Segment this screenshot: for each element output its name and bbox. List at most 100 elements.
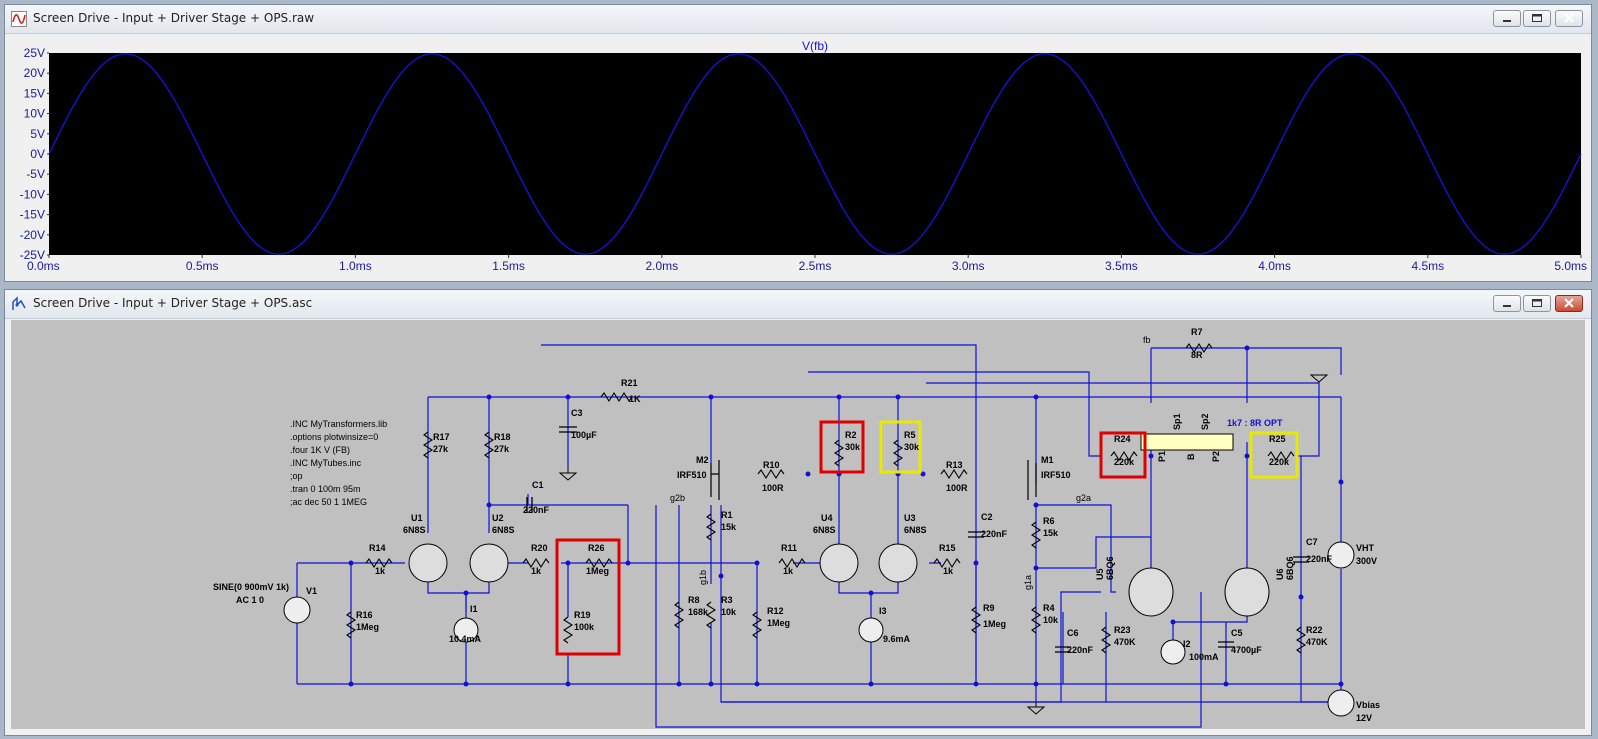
directive-line[interactable]: ;op	[290, 471, 303, 481]
directive-line[interactable]: ;ac dec 50 1 1MEG	[290, 497, 367, 507]
plot-minimize-button[interactable]	[1493, 10, 1521, 27]
component-name-r20[interactable]: R20	[531, 543, 548, 553]
component-name-r14[interactable]: R14	[369, 543, 386, 553]
trace-label-vfb[interactable]: V(fb)	[802, 39, 828, 53]
component-name-r23[interactable]: R23	[1114, 625, 1131, 635]
schematic-close-button[interactable]	[1555, 295, 1583, 312]
component-value-u6[interactable]: 6BQ6	[1285, 556, 1295, 580]
component-value-c6[interactable]: 220nF	[1067, 645, 1094, 655]
component-name-r10[interactable]: R10	[763, 460, 780, 470]
component-value-r21[interactable]: 1K	[629, 394, 641, 404]
component-name-r6[interactable]: R6	[1043, 516, 1055, 526]
component-value-c1[interactable]: 220nF	[523, 505, 550, 515]
component-value-r19[interactable]: 100k	[574, 622, 595, 632]
component-name-u1[interactable]: U1	[411, 513, 423, 523]
component-value-i1[interactable]: 10.4mA	[449, 634, 482, 644]
component-value-v1[interactable]: SINE(0 900mV 1k)	[213, 582, 289, 592]
plot-window[interactable]: Screen Drive - Input + Driver Stage + OP…	[4, 4, 1592, 282]
net-label-g2a[interactable]: g2a	[1076, 493, 1091, 503]
plot-maximize-button[interactable]	[1523, 10, 1551, 27]
component-value-i2[interactable]: 100mA	[1189, 652, 1219, 662]
component-value-r24[interactable]: 220k	[1114, 457, 1135, 467]
component-name-vht[interactable]: VHT	[1356, 543, 1375, 553]
transformer-title[interactable]: 1k7 : 8R OPT	[1227, 418, 1283, 428]
component-name-c2[interactable]: C2	[981, 512, 993, 522]
plot-titlebar[interactable]: Screen Drive - Input + Driver Stage + OP…	[5, 5, 1591, 34]
component-value-u2[interactable]: 6N8S	[492, 525, 515, 535]
component-value-m1[interactable]: IRF510	[1041, 470, 1071, 480]
component-name-r18[interactable]: R18	[494, 432, 511, 442]
spice-directives[interactable]: .INC MyTransformers.lib .options plotwin…	[290, 419, 387, 507]
component-value-u3[interactable]: 6N8S	[904, 525, 927, 535]
component-name-r13[interactable]: R13	[946, 460, 963, 470]
component-value-r15[interactable]: 1k	[943, 566, 954, 576]
component-value-c7[interactable]: 220nF	[1306, 554, 1333, 564]
net-label-fb[interactable]: fb	[1143, 335, 1151, 345]
component-value-c5[interactable]: 4700µF	[1231, 645, 1262, 655]
component-name-r19[interactable]: R19	[574, 610, 591, 620]
component-value-r13[interactable]: 100R	[946, 483, 968, 493]
schematic-maximize-button[interactable]	[1523, 295, 1551, 312]
directive-line[interactable]: .INC MyTubes.inc	[290, 458, 362, 468]
component-name-i2[interactable]: I2	[1183, 639, 1191, 649]
component-name-m1[interactable]: M1	[1041, 455, 1054, 465]
component-name-c6[interactable]: C6	[1067, 628, 1079, 638]
component-value-m2[interactable]: IRF510	[677, 470, 707, 480]
component-value-r23[interactable]: 470K	[1114, 637, 1136, 647]
component-value-r1[interactable]: 15k	[721, 522, 737, 532]
component-name-r21[interactable]: R21	[621, 378, 638, 388]
component-value-vbias[interactable]: 12V	[1356, 713, 1372, 723]
component-value-r7[interactable]: 8R	[1191, 350, 1203, 360]
directive-line[interactable]: .INC MyTransformers.lib	[290, 419, 387, 429]
component-value-u4[interactable]: 6N8S	[813, 525, 836, 535]
component-name-m2[interactable]: M2	[696, 455, 709, 465]
directive-line[interactable]: .options plotwinsize=0	[290, 432, 378, 442]
component-name-u3[interactable]: U3	[904, 513, 916, 523]
output-transformer[interactable]	[1140, 433, 1234, 451]
schematic-drawing[interactable]: .INC MyTransformers.lib .options plotwin…	[11, 320, 1585, 729]
plot-close-button[interactable]	[1555, 10, 1583, 27]
component-value-r8[interactable]: 168k	[688, 607, 709, 617]
component-value-r18[interactable]: 27k	[494, 444, 510, 454]
component-name-r5[interactable]: R5	[904, 430, 916, 440]
component-name-r3[interactable]: R3	[721, 595, 733, 605]
component-name-u4[interactable]: U4	[821, 513, 833, 523]
schematic-minimize-button[interactable]	[1493, 295, 1521, 312]
component-name-r11[interactable]: R11	[781, 543, 797, 553]
component-value-r2[interactable]: 30k	[845, 442, 861, 452]
component-value-u5[interactable]: 6BQ6	[1105, 556, 1115, 580]
component-name-r16[interactable]: R16	[356, 610, 373, 620]
waveform-plot[interactable]: V(fb) 25V20V15V10V5V0V-5V-10V-15V-20V-25…	[11, 35, 1587, 277]
component-name-r9[interactable]: R9	[983, 603, 995, 613]
component-name-r22[interactable]: R22	[1306, 625, 1323, 635]
component-name-r1[interactable]: R1	[721, 510, 733, 520]
schematic-window[interactable]: Screen Drive - Input + Driver Stage + OP…	[4, 289, 1592, 736]
directive-line[interactable]: .tran 0 100m 95m	[290, 484, 361, 494]
component-value-r3[interactable]: 10k	[721, 607, 737, 617]
component-value-u1[interactable]: 6N8S	[403, 525, 426, 535]
directive-line[interactable]: .four 1K V (FB)	[290, 445, 350, 455]
component-name-i3[interactable]: I3	[879, 606, 887, 616]
component-value-r10[interactable]: 100R	[762, 483, 784, 493]
component-name-r17[interactable]: R17	[433, 432, 450, 442]
schematic-titlebar[interactable]: Screen Drive - Input + Driver Stage + OP…	[5, 290, 1591, 319]
component-value-c2[interactable]: 220nF	[981, 529, 1008, 539]
component-value-r12[interactable]: 1Meg	[767, 618, 790, 628]
component-value-r20[interactable]: 1k	[531, 566, 542, 576]
component-name-i1[interactable]: I1	[470, 604, 478, 614]
component-name-r4[interactable]: R4	[1043, 603, 1055, 613]
component-name-v1[interactable]: V1	[306, 586, 317, 596]
component-name-u2[interactable]: U2	[492, 513, 504, 523]
component-value-vht[interactable]: 300V	[1356, 556, 1377, 566]
component-value-i3[interactable]: 9.6mA	[883, 634, 911, 644]
component-name-r25[interactable]: R25	[1269, 434, 1286, 444]
component-name-r8[interactable]: R8	[688, 595, 700, 605]
component-name-c1[interactable]: C1	[532, 480, 544, 490]
component-value-r9[interactable]: 1Meg	[983, 619, 1006, 629]
component-value-r14[interactable]: 1k	[375, 566, 386, 576]
component-name-r26[interactable]: R26	[588, 543, 605, 553]
net-label-g1a[interactable]: g1a	[1023, 575, 1033, 590]
component-name-c5[interactable]: C5	[1231, 628, 1243, 638]
component-name-r12[interactable]: R12	[767, 606, 784, 616]
